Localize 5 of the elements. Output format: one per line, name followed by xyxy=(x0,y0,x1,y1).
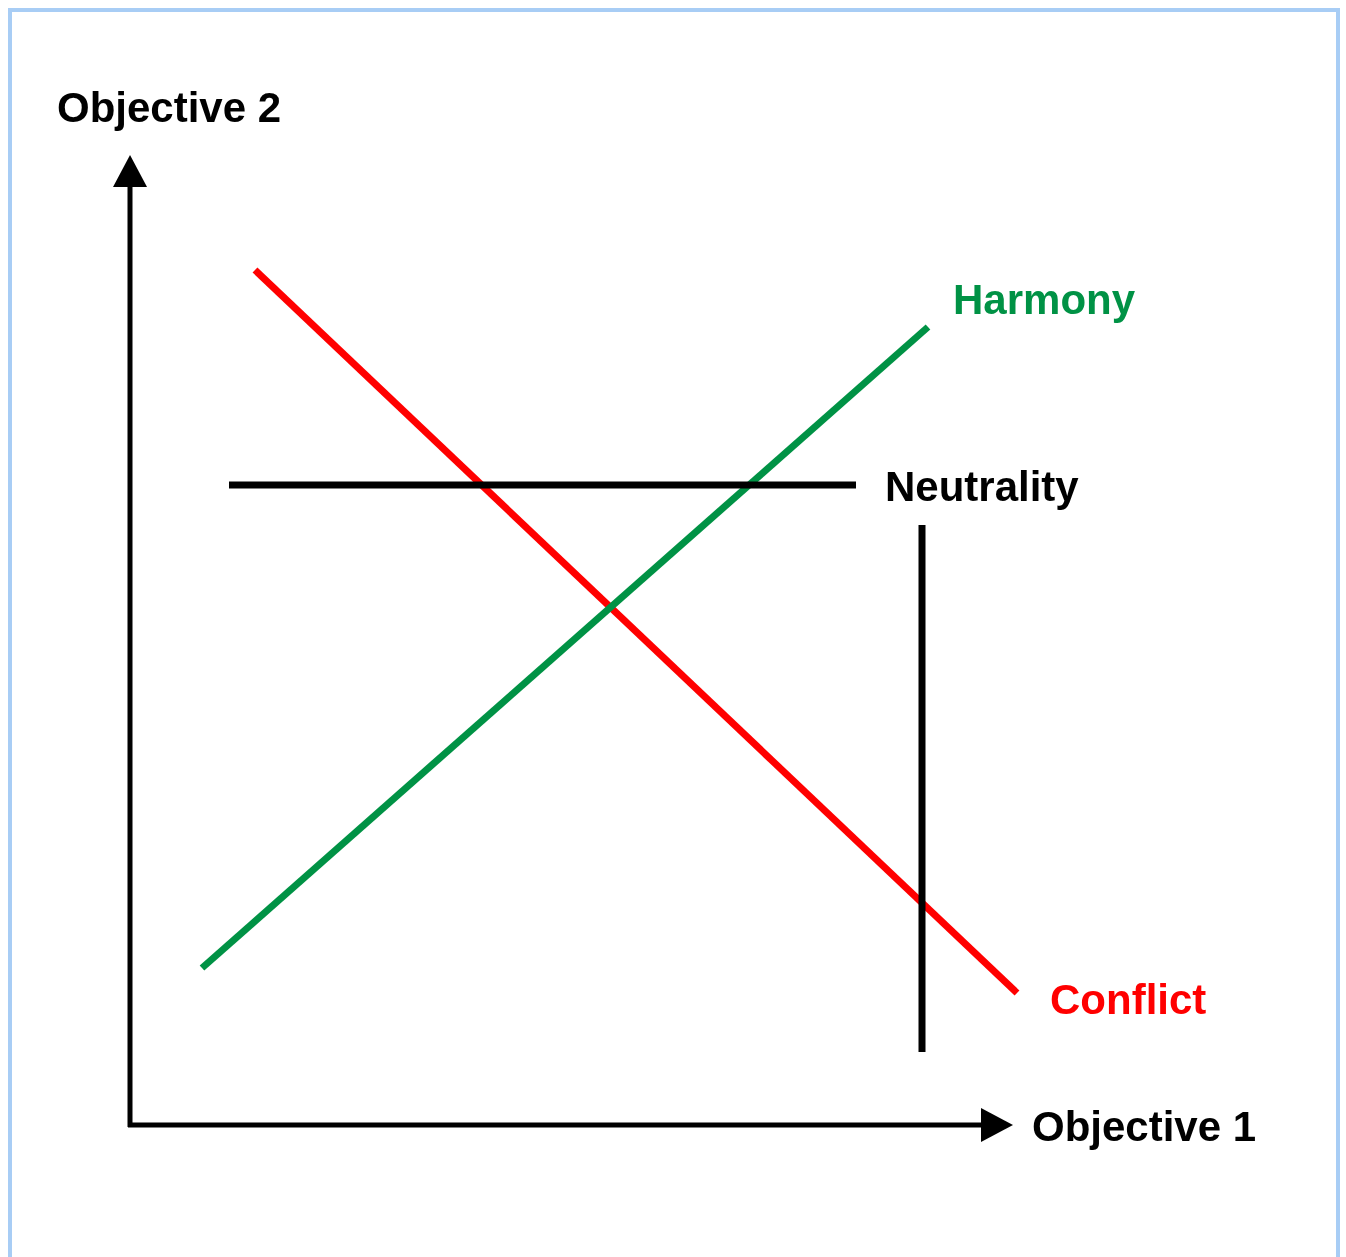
line-label: Conflict xyxy=(1050,976,1207,1024)
line-label: Harmony xyxy=(953,276,1136,324)
line-label: Neutrality xyxy=(885,463,1079,511)
axis-label: Objective 2 xyxy=(57,84,282,132)
axis-label: Objective 1 xyxy=(1032,1103,1257,1151)
